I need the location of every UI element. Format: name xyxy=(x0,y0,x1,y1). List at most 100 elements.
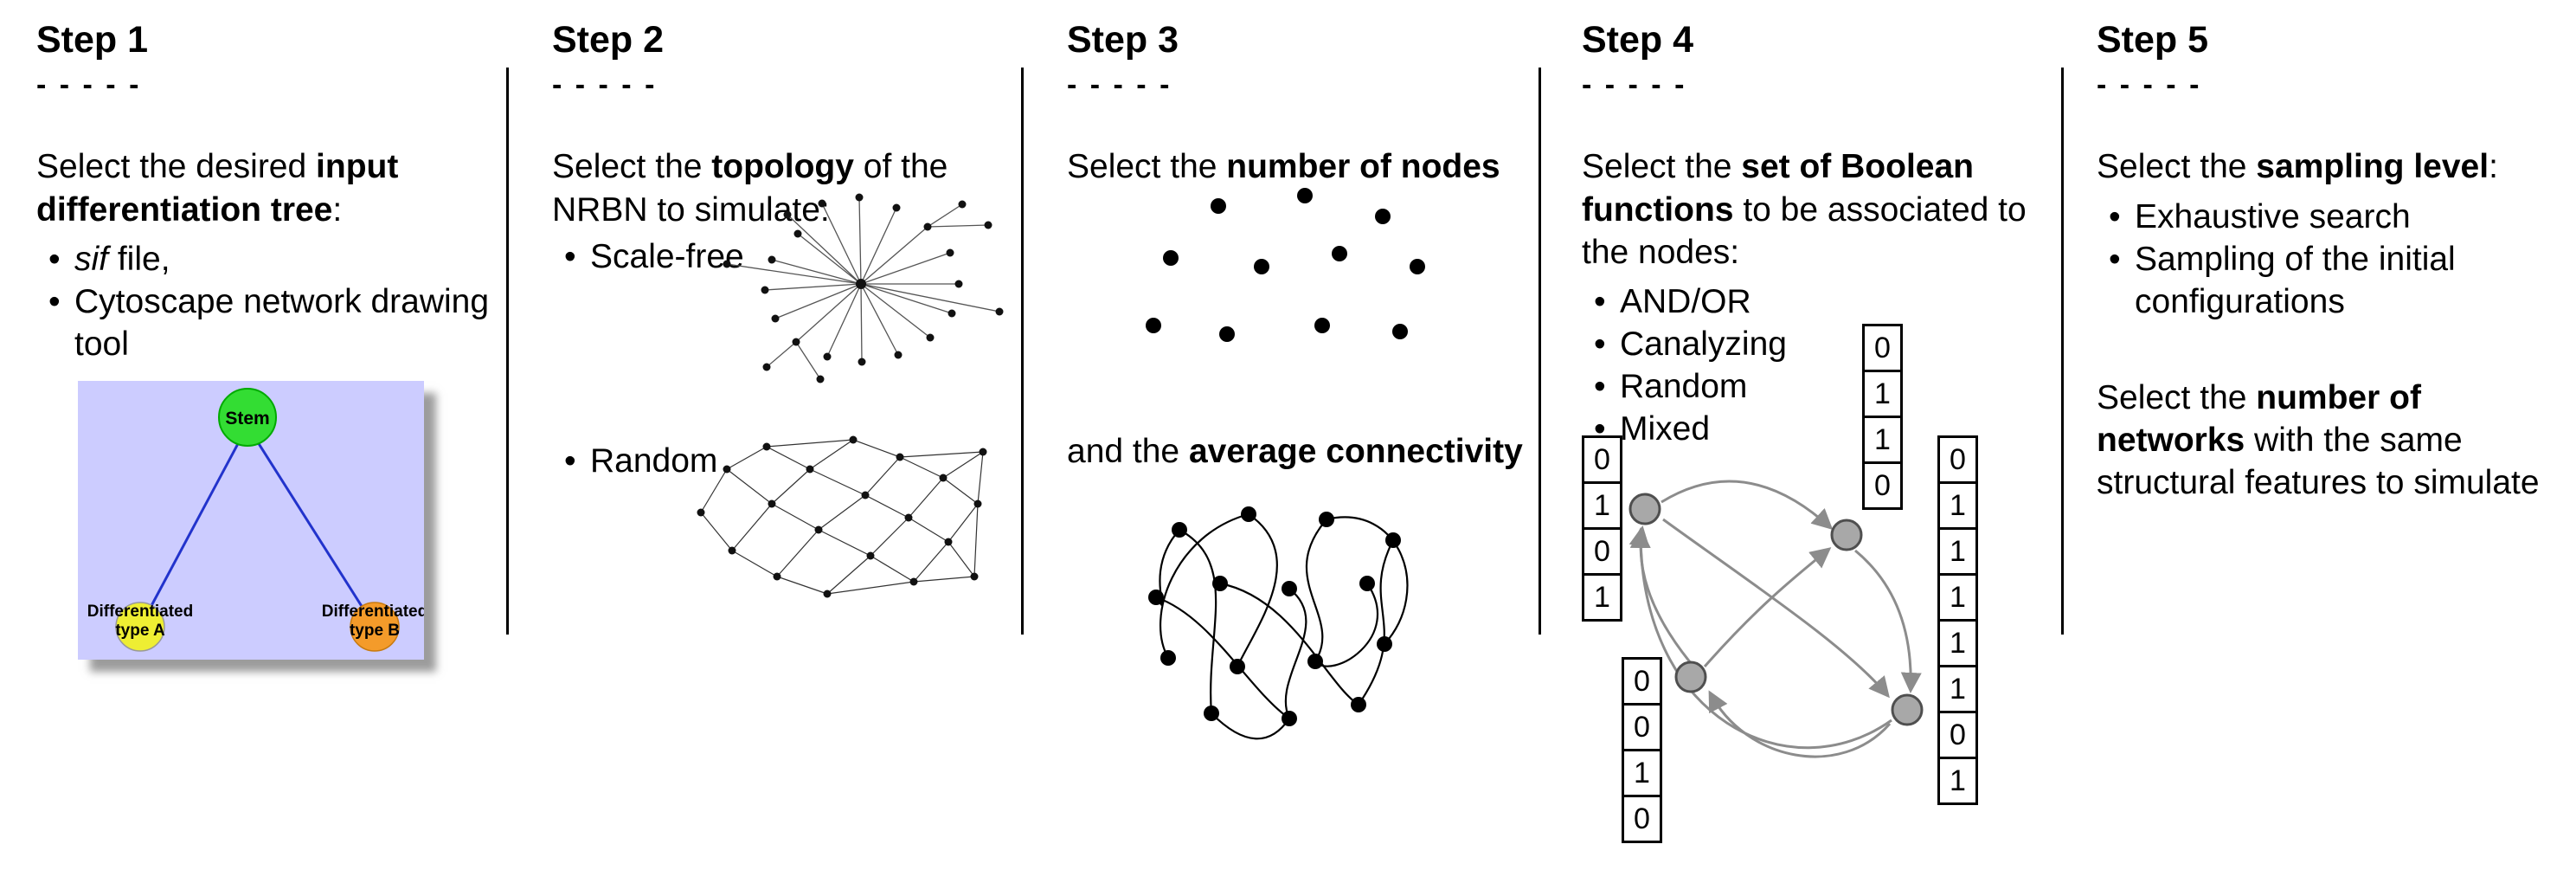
bullet-marker: • xyxy=(1594,325,1606,363)
step-title: Step 2 xyxy=(552,19,665,61)
truth-table-cell: 1 xyxy=(1937,481,1978,530)
differentiation-tree-svg: Stem Differentiated type A Differentiate… xyxy=(78,381,424,661)
connectivity-graph-image xyxy=(1148,506,1409,740)
step-5-intro: Select the sampling level: xyxy=(2097,145,2576,188)
bullet-text-rest: file, xyxy=(108,240,170,278)
stem-label: Stem xyxy=(225,409,269,429)
bullet-text: AND/OR xyxy=(1620,282,1751,320)
dashed-separator: - - - - - xyxy=(1067,68,1172,102)
truth-table-right: 0 1 1 1 1 1 0 1 xyxy=(1937,435,1978,805)
differentiation-tree-image: Stem Differentiated type A Differentiate… xyxy=(78,381,424,661)
truth-table-cell: 1 xyxy=(1862,370,1903,418)
step-4-intro: Select the set of Boolean functions to b… xyxy=(1582,145,2053,273)
truth-table-cell: 0 xyxy=(1937,711,1978,759)
mid-text: and the xyxy=(1067,433,1189,470)
step-title: Step 5 xyxy=(2097,19,2209,61)
truth-table-cell: 0 xyxy=(1622,657,1662,706)
truth-table-cell: 0 xyxy=(1622,795,1662,843)
truth-table-cell: 1 xyxy=(1937,757,1978,805)
column-divider xyxy=(2061,68,2064,635)
truth-table-cell: 1 xyxy=(1937,619,1978,667)
bullet-marker: • xyxy=(2109,197,2121,235)
step-5-networks-text: Select the number of networks with the s… xyxy=(2097,377,2576,504)
step-3-column: Step 3 - - - - - Select the number of no… xyxy=(1067,19,1539,740)
column-divider xyxy=(1539,68,1541,635)
mid-bold: average connectivity xyxy=(1188,433,1523,470)
truth-table-cell: 1 xyxy=(1582,481,1622,530)
step-3-intro: Select the number of nodes xyxy=(1067,145,1539,188)
network-node xyxy=(1674,661,1707,693)
step-2-intro: Select the topology of the NRBN to simul… xyxy=(552,145,1011,230)
bullet-item-random: • Random xyxy=(552,440,717,482)
bullet-item: • Mixed xyxy=(1582,408,2053,450)
network-node xyxy=(1830,519,1863,551)
bullet-item: • Sampling of the initial configurations xyxy=(2097,238,2576,323)
truth-table-cell: 1 xyxy=(1937,527,1978,576)
dashed-separator: - - - - - xyxy=(552,68,658,102)
intro-bold: set of Boolean functions xyxy=(1582,148,1974,229)
scale-free-edges xyxy=(726,197,1000,380)
truth-table-cell: 1 xyxy=(1937,573,1978,622)
regulation-arrows xyxy=(1628,480,1922,758)
step-1-column: Step 1 - - - - - Select the desired inpu… xyxy=(36,19,514,661)
bullet-marker: • xyxy=(48,240,61,278)
truth-table-top: 0 1 1 0 xyxy=(1862,324,1903,510)
stem-to-type-a-edge xyxy=(138,425,249,628)
type-b-label-line2: type B xyxy=(350,622,400,640)
bullet-text: Sampling of the initial configurations xyxy=(2135,240,2456,320)
scale-free-network-image xyxy=(723,193,1004,383)
connectivity-dots xyxy=(1148,506,1401,726)
gene-nodes xyxy=(1628,493,1924,726)
dashed-separator: - - - - - xyxy=(1582,68,1687,102)
bullet-text: Random xyxy=(590,442,718,480)
intro-text: Select the xyxy=(552,148,712,186)
truth-table-cell: 0 xyxy=(1937,435,1978,484)
type-b-label-line1: Differentiated xyxy=(322,603,424,621)
intro-bold: input differentiation tree xyxy=(36,148,399,229)
bullet-text: Exhaustive search xyxy=(2135,197,2411,235)
truth-table-cell: 0 xyxy=(1862,324,1903,372)
step-2-column: Step 2 - - - - - Select the topology of … xyxy=(552,19,1011,598)
truth-table-left: 0 1 0 1 xyxy=(1582,435,1622,622)
bullet-item-scale-free: • Scale-free xyxy=(552,235,744,278)
truth-table-cell: 1 xyxy=(1622,749,1662,797)
truth-table-cell: 1 xyxy=(1582,573,1622,622)
intro-bold: sampling level xyxy=(2256,148,2489,186)
truth-table-cell: 1 xyxy=(1862,416,1903,464)
second-bold: number of networks xyxy=(2097,378,2421,460)
dashed-separator: - - - - - xyxy=(36,68,142,102)
bullet-item: • Random xyxy=(1582,365,2053,408)
truth-table-bottom-left: 0 0 1 0 xyxy=(1622,657,1662,843)
stem-node xyxy=(218,388,277,448)
bullet-marker: • xyxy=(564,238,576,275)
random-network-edges xyxy=(700,439,984,595)
network-node xyxy=(1628,493,1661,525)
network-node xyxy=(1891,693,1924,726)
bullet-marker: • xyxy=(2109,240,2121,278)
intro-text: Select the desired xyxy=(36,148,317,186)
nodes-scatter-image xyxy=(1146,188,1425,342)
random-network-image xyxy=(697,435,987,598)
step-4-bullet-list: • AND/OR • Canalyzing • Random • Mixed xyxy=(1582,280,2053,451)
step-title: Step 4 xyxy=(1582,19,1694,61)
intro-text: to be associated to the nodes: xyxy=(1582,190,2027,271)
bullet-item: • AND/OR xyxy=(1582,280,2053,323)
bullet-marker: • xyxy=(564,442,576,480)
step-3-connectivity-text: and the average connectivity xyxy=(1067,433,1523,471)
second-text: with the same structural features to sim… xyxy=(2097,422,2540,502)
scatter-dots xyxy=(1146,188,1425,342)
bullet-marker: • xyxy=(1594,282,1606,320)
bullet-item: • Cytoscape network drawing tool xyxy=(36,280,514,365)
intro-text: Select the xyxy=(1067,148,1227,186)
truth-table-cell: 0 xyxy=(1862,461,1903,510)
dashed-separator: - - - - - xyxy=(2097,68,2202,102)
truth-table-cell: 0 xyxy=(1622,703,1662,751)
truth-table-cell: 1 xyxy=(1937,665,1978,713)
column-divider xyxy=(1021,68,1024,635)
type-a-label-line1: Differentiated xyxy=(87,603,193,621)
scale-free-nodes xyxy=(723,193,1004,383)
type-a-label-line2: type A xyxy=(115,622,165,640)
random-network-nodes xyxy=(697,435,987,598)
step-5-bullet-list: • Exhaustive search • Sampling of the in… xyxy=(2097,196,2576,323)
step-title: Step 3 xyxy=(1067,19,1179,61)
